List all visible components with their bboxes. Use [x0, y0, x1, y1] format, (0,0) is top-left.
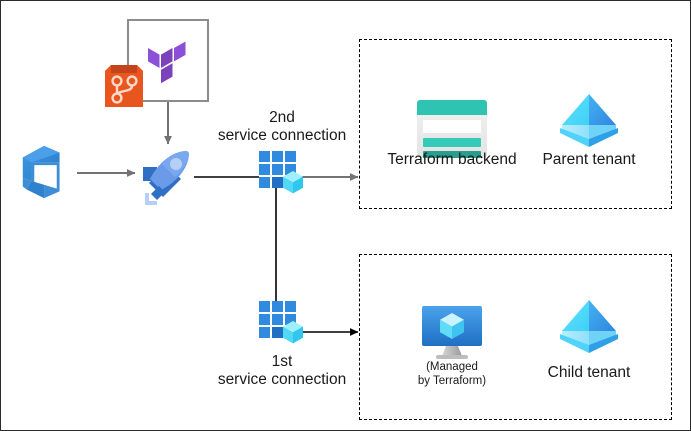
service-connection-icon-first — [259, 301, 303, 345]
terraform-icon — [148, 41, 188, 85]
terraform-source-box — [127, 19, 209, 102]
tenant-pyramid-icon-parent — [558, 93, 620, 149]
parent-tenant-group-box — [359, 39, 672, 209]
storage-account-icon — [417, 100, 487, 158]
child-tenant-label: Child tenant — [547, 364, 631, 381]
git-repo-icon — [102, 63, 146, 109]
azure-devops-icon — [15, 141, 77, 203]
parent-tenant-label: Parent tenant — [542, 151, 636, 168]
virtual-machine-icon — [418, 304, 486, 360]
azure-pipelines-rocket-icon — [137, 145, 195, 205]
tenant-pyramid-icon-child — [558, 299, 620, 355]
second-service-connection-label: 2nd service connection — [217, 109, 347, 145]
service-connection-icon-second — [259, 151, 303, 195]
first-service-connection-label: 1st service connection — [217, 353, 347, 389]
terraform-backend-label: Terraform backend — [387, 151, 517, 168]
managed-by-terraform-label: (Managed by Terraform) — [417, 361, 487, 387]
child-tenant-group-box — [359, 254, 672, 420]
